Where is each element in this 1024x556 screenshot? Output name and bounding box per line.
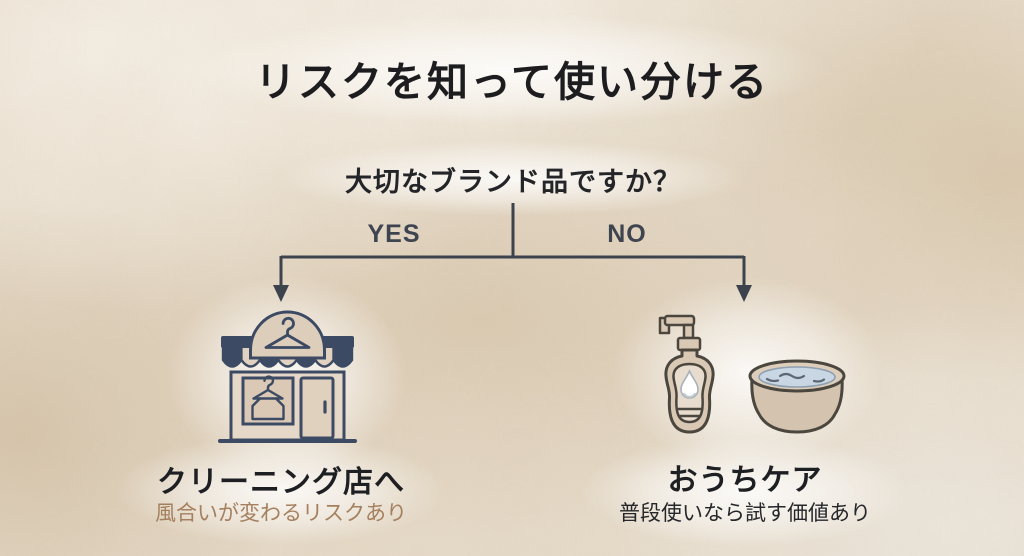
- page-title: リスクを知って使い分ける: [255, 59, 769, 105]
- branch-yes-label: YES: [367, 220, 421, 248]
- home-care-icon: [658, 314, 846, 434]
- arrow-down-right-icon: [736, 285, 752, 302]
- cleaning-shop-icon: [218, 310, 357, 443]
- arrow-down-left-icon: [273, 285, 289, 302]
- yes-destination-label: クリーニング店へ: [157, 466, 405, 499]
- no-destination-label: おうちケア: [667, 464, 823, 497]
- decision-tree-connectors: [273, 203, 752, 302]
- no-note-label: 普段使いなら試す価値あり: [619, 502, 871, 525]
- decision-question: 大切なブランド品ですか？: [345, 167, 681, 197]
- yes-note-label: 風合いが変わるリスクあり: [155, 502, 407, 525]
- branch-no-label: NO: [607, 220, 647, 248]
